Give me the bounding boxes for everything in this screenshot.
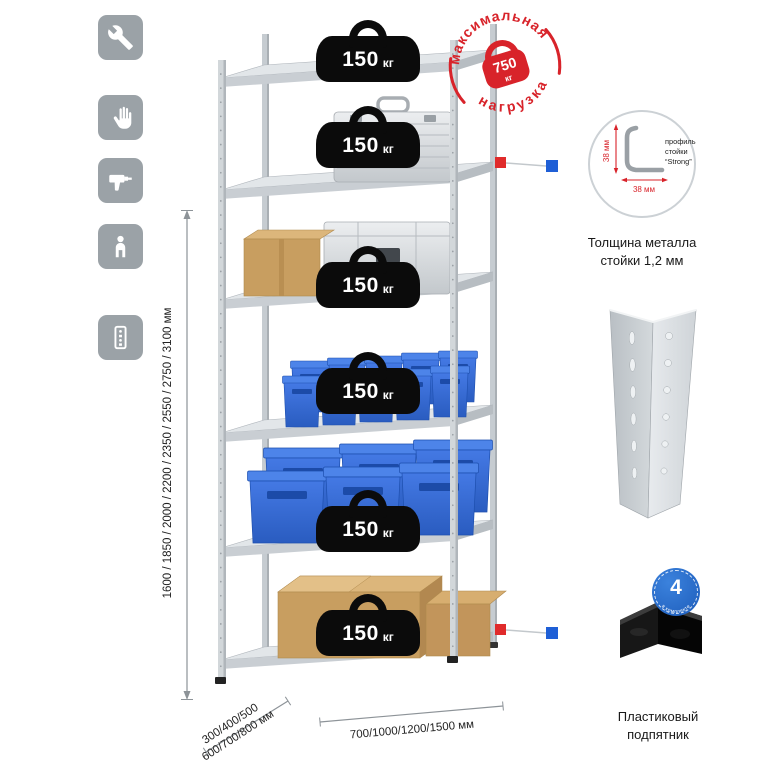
profile-label-line3: “Strong”: [665, 157, 692, 166]
icon-tile-rack-post: [98, 315, 143, 360]
height-dimension-label: 1600 / 1850 / 2000 / 2200 / 2350 / 2550 …: [162, 307, 174, 599]
rack-front-posts: [215, 40, 458, 684]
icon-tile-gloves: [98, 95, 143, 140]
callout-square-blue-bottom: [546, 627, 558, 639]
icon-tile-person: [98, 224, 143, 269]
drill-icon: [109, 174, 132, 191]
callout-square-red-top: [495, 157, 506, 168]
corner-post-image: [609, 309, 697, 519]
cardboard-box-small: [242, 229, 336, 297]
foot-caption: Пластиковый подпятник: [617, 709, 699, 742]
person-icon: [115, 235, 126, 258]
set-count-badge: 4 в комплекте: [652, 568, 700, 616]
profile-dim-horizontal: 38 мм: [633, 185, 655, 194]
icon-tile-wrench: [98, 15, 143, 60]
thickness-caption: Толщина металла стойки 1,2 мм: [587, 235, 697, 268]
svg-text:750: 750: [491, 55, 518, 77]
callout-connectors: [495, 157, 558, 639]
svg-text:в комплекте: в комплекте: [660, 604, 692, 615]
stamp-kettlebell-icon: 750 кг: [482, 40, 530, 89]
gloves-icon: [113, 106, 132, 129]
svg-text:кг: кг: [504, 73, 514, 84]
post-profile-detail: 38 мм 38 мм профиль стойки “Strong”: [588, 110, 696, 218]
profile-label-line2: стойки: [665, 147, 688, 156]
profile-label-line1: профиль: [665, 137, 696, 146]
plastic-foot-image: [620, 602, 702, 658]
wrench-icon: [108, 25, 133, 50]
callout-square-red-bottom: [495, 624, 506, 635]
set-count-badge-text: в комплекте: [660, 604, 691, 615]
profile-section-drawing: [624, 125, 665, 173]
profile-dim-vertical: 38 мм: [602, 140, 611, 162]
icon-tile-drill: [98, 158, 143, 203]
callout-square-blue-top: [546, 160, 558, 172]
rack-post-icon: [114, 325, 127, 350]
